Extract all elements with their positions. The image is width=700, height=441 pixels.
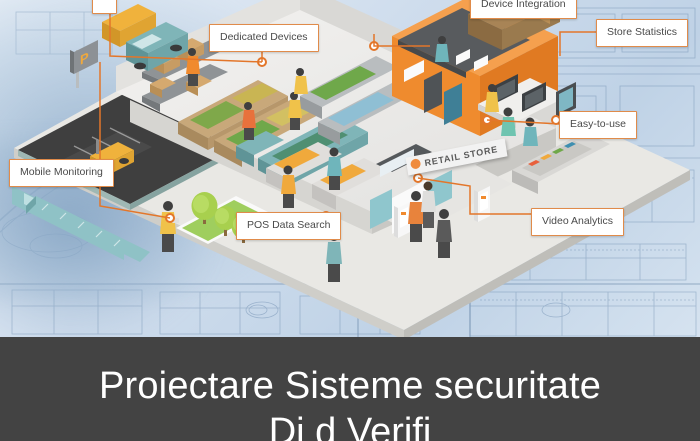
callout-video-analytics[interactable]: Video Analytics	[531, 208, 625, 236]
monitor-left	[494, 74, 518, 104]
title-banner: Proiectare Sisteme securitate Di d Verif…	[0, 337, 700, 441]
leader-device-top-left	[109, 10, 263, 63]
callout-dedicated-devices[interactable]: Dedicated Devices	[209, 24, 319, 52]
person-warehouse	[186, 48, 200, 86]
callout-device-integration[interactable]: Device Integration	[470, 0, 577, 19]
parking-sign: P	[70, 40, 98, 88]
circle-logo-icon	[409, 157, 422, 170]
page-title: Proiectare Sisteme securitate	[98, 365, 602, 407]
front-right-display	[512, 132, 610, 194]
tree-2	[214, 206, 237, 236]
leader-video-analytics	[417, 177, 538, 215]
person-plaza-2	[436, 209, 452, 258]
callout-pos-data-search[interactable]: POS Data Search	[236, 212, 342, 240]
person-entrance-2	[421, 181, 436, 228]
person-shopper-2	[281, 165, 296, 208]
page-subtitle: Di d Verifi	[268, 411, 432, 441]
leader-easy-to-use	[486, 119, 561, 125]
leader-device-integration	[373, 34, 430, 47]
callout-top-left-label	[103, 0, 106, 5]
callout-device-integration-label: Device Integration	[481, 0, 566, 10]
vehicle-van-teal-2	[236, 131, 284, 167]
person-office-2	[485, 84, 499, 112]
tree-1	[191, 192, 218, 224]
person-shopper-3	[327, 147, 342, 190]
callout-top-left-cut[interactable]	[92, 0, 117, 14]
callout-dedicated-devices-label: Dedicated Devices	[220, 31, 308, 43]
callout-mobile-monitoring[interactable]: Mobile Monitoring	[9, 159, 114, 187]
person-entrance-1	[408, 191, 424, 242]
callout-easy-to-use[interactable]: Easy-to-use	[559, 111, 638, 139]
monitor-right	[522, 82, 546, 112]
leader-mobile-monitoring	[99, 62, 171, 219]
person-office-1	[435, 36, 449, 62]
callout-mobile-monitoring-label: Mobile Monitoring	[20, 166, 103, 178]
callout-easy-to-use-label: Easy-to-use	[570, 118, 627, 130]
conveyor-belt	[26, 196, 150, 262]
person-shelf-right	[294, 68, 308, 94]
svg-text:P: P	[80, 49, 89, 67]
callout-pos-data-search-label: POS Data Search	[247, 219, 331, 231]
vehicle-truck-yellow	[102, 4, 156, 47]
leader-store-statistics	[559, 31, 600, 56]
callout-store-statistics-label: Store Statistics	[607, 26, 678, 38]
callout-store-statistics[interactable]: Store Statistics	[596, 19, 689, 47]
callout-video-analytics-label: Video Analytics	[542, 215, 614, 227]
person-produce	[242, 102, 256, 140]
